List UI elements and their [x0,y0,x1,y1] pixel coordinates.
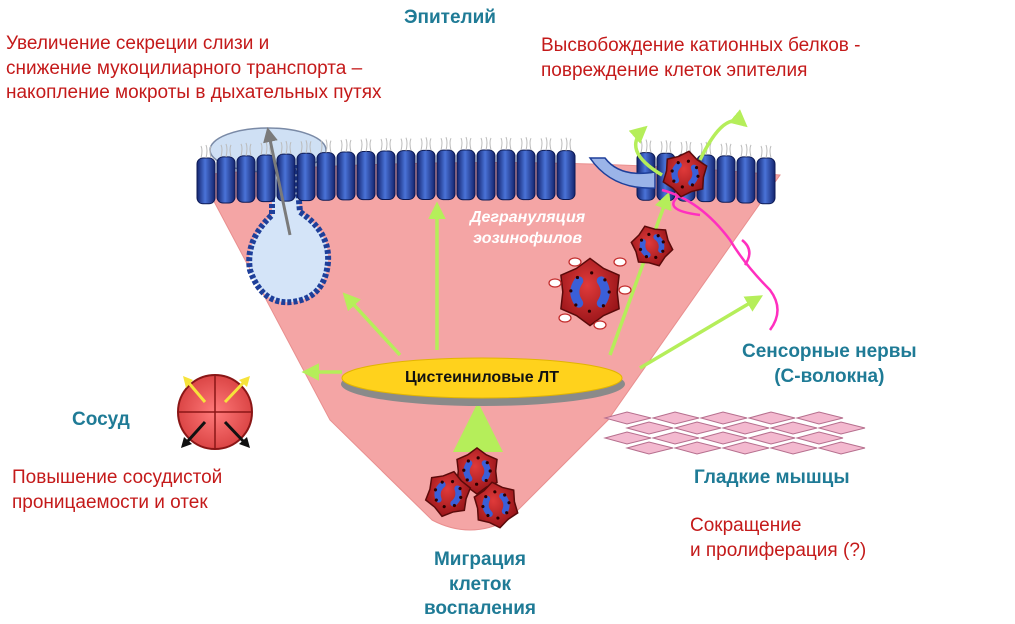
mucus-effect-line: снижение мукоцилиарного транспорта – [6,57,363,79]
smooth-muscle-cells [603,411,866,455]
muscle-effect-line: и пролиферация (?) [690,539,867,561]
mediator-arrows [301,109,764,452]
cationic-effect-text: Высвобождение катионных белков - поврежд… [541,34,861,83]
muscle-effect-text: Сокращение и пролиферация (?) [690,514,866,563]
vessel-effect-line: проницаемости и отек [12,491,208,513]
degranulation-label: Дегрануляция эозинофилов [470,208,585,250]
vessel-icon [177,374,253,450]
vessel-label: Сосуд [72,409,130,430]
sensory-nerve [661,188,779,331]
mediator-oval [341,357,623,399]
sensory-nerves-line: (С-волокна) [774,365,885,387]
eosinophils [424,150,708,529]
mediator-label: Цистеиниловые ЛТ [404,369,560,386]
sensory-nerves-label: Сенсорные нервы (С-волокна) [742,340,917,389]
degranulation-line: Дегрануляция [470,209,586,226]
migration-line: Миграция [433,549,527,570]
mucus-effect-line: накопление мокроты в дыхательных путях [6,82,382,104]
sensory-nerves-line: Сенсорные нервы [742,341,917,362]
mucus-arrow [263,127,292,236]
muscle-effect-line: Сокращение [690,515,802,536]
mucus-effect-line: Увеличение секреции слизи и [6,33,270,54]
mucus-effect-text: Увеличение секреции слизи и снижение мук… [6,32,382,106]
vessel-effect-text: Повышение сосудистой проницаемости и оте… [12,466,222,515]
migration-line: воспаления [423,598,537,620]
smooth-muscle-label: Гладкие мышцы [694,467,850,488]
migration-line: клеток [448,573,512,595]
vessel-effect-line: Повышение сосудистой [12,467,223,488]
migration-label: Миграция клеток воспаления [412,548,548,622]
degranulation-line: эозинофилов [473,229,582,247]
epithelium-label: Эпителий [404,7,496,28]
cationic-effect-line: Высвобождение катионных белков - [541,35,861,56]
cationic-effect-line: повреждение клеток эпителия [541,59,808,81]
